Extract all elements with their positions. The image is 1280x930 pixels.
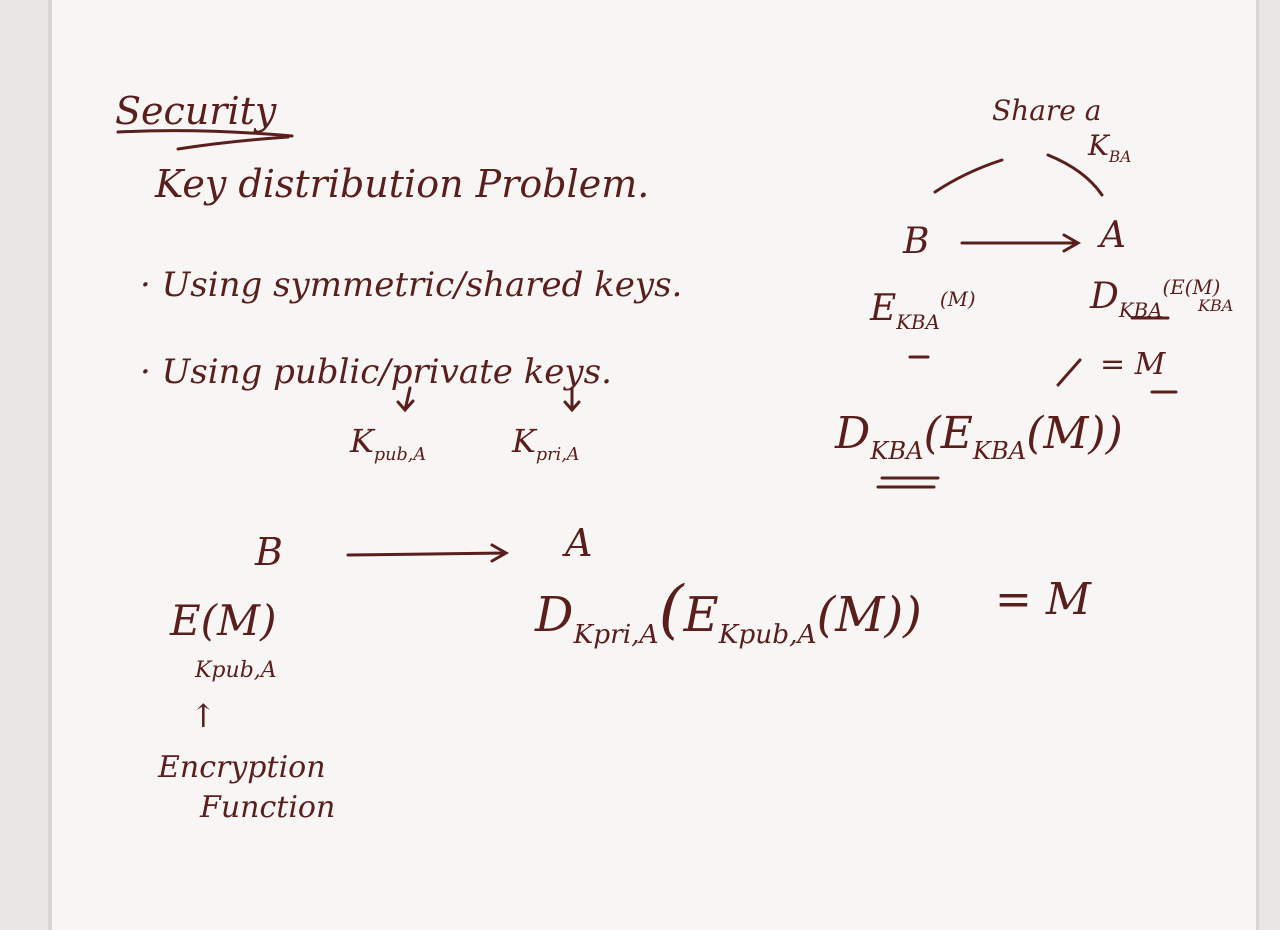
right-sender-b: B bbox=[903, 221, 930, 262]
bottom-result: = M bbox=[995, 574, 1091, 625]
share-note: Share a bbox=[992, 94, 1102, 127]
right-encryption-expr: EKBA(M) bbox=[870, 287, 976, 334]
caption-encryption: Encryption bbox=[158, 750, 326, 785]
bullet-2-text: Using public/private keys. bbox=[161, 352, 612, 392]
bottom-encryption-expr: E(M) bbox=[170, 596, 277, 645]
bullet-2: · Using public/private keys. bbox=[140, 355, 612, 389]
paper-left-edge bbox=[48, 0, 52, 930]
bottom-receiver-a: A bbox=[565, 521, 593, 565]
caption-function: Function bbox=[200, 790, 336, 825]
right-receiver-a: A bbox=[1100, 215, 1126, 256]
right-decryption-sub2: KBA bbox=[1198, 296, 1234, 315]
page-title: Security bbox=[115, 89, 277, 133]
bottom-encryption-sub: Kpub,A bbox=[195, 658, 277, 683]
bottom-decryption-expr: DKpri,A(EKpub,A(M)) bbox=[535, 573, 922, 650]
bullet-1: · Using symmetric/shared keys. bbox=[140, 268, 682, 302]
right-full-decryption: DKBA(EKBA(M)) bbox=[835, 408, 1123, 465]
bottom-sender-b: B bbox=[255, 530, 283, 574]
up-arrow-icon: ↑ bbox=[190, 697, 217, 735]
shared-key-label: KBA bbox=[1088, 129, 1132, 166]
right-equals-m: = M bbox=[1100, 347, 1166, 382]
bullet-1-text: Using symmetric/shared keys. bbox=[161, 265, 683, 305]
private-key-label: Kpri,A bbox=[512, 422, 580, 465]
public-key-label: Kpub,A bbox=[350, 422, 427, 465]
paper-right-edge bbox=[1256, 0, 1259, 930]
bullet-dot: · bbox=[140, 265, 151, 305]
bullet-dot: · bbox=[140, 352, 151, 392]
subtitle: Key distribution Problem. bbox=[155, 162, 650, 206]
right-decryption-expr: DKBA(E(M) bbox=[1090, 275, 1221, 322]
